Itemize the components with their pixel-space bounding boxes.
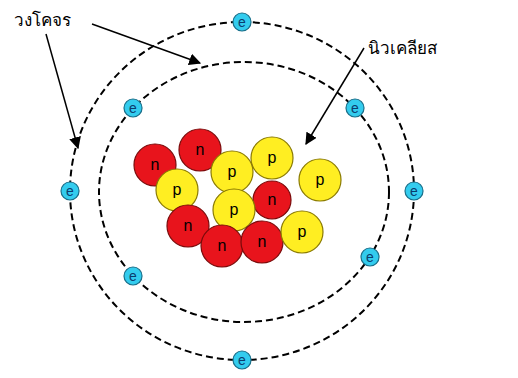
electron-disc <box>233 13 251 31</box>
proton-symbol: p <box>298 224 307 240</box>
neutron-disc <box>201 225 243 267</box>
inner-orbit <box>99 62 389 322</box>
electron-symbol: e <box>366 250 374 264</box>
electron-symbol: e <box>238 15 246 29</box>
neutron-disc <box>241 221 283 263</box>
neutron-symbol: n <box>218 238 227 254</box>
outer-orbit <box>70 22 414 360</box>
neutron-particle: n <box>200 224 244 268</box>
proton-symbol: p <box>230 202 239 218</box>
neutron-symbol: n <box>151 157 160 173</box>
electron-particle: e <box>345 98 365 118</box>
proton-disc <box>251 137 293 179</box>
leader-arrow <box>92 24 200 63</box>
leader-arrow <box>46 34 78 148</box>
electron-symbol: e <box>351 101 359 115</box>
proton-particle: p <box>298 158 342 202</box>
electron-particle: e <box>123 266 143 286</box>
electron-disc <box>405 182 423 200</box>
electron-particle: e <box>232 350 252 370</box>
orbit-label: วงโคจร <box>14 6 71 33</box>
neutron-symbol: n <box>258 234 267 250</box>
electron-symbol: e <box>238 353 246 367</box>
electron-particle: e <box>60 181 80 201</box>
neutron-particle: n <box>240 220 284 264</box>
neutron-disc <box>253 181 291 219</box>
electron-disc <box>124 267 142 285</box>
neutron-symbol: n <box>268 192 277 208</box>
neutron-symbol: n <box>196 142 205 158</box>
electron-disc <box>61 182 79 200</box>
proton-particle: p <box>280 210 324 254</box>
electron-particle: e <box>360 247 380 267</box>
electron-symbol: e <box>66 184 74 198</box>
neutron-particle: n <box>252 180 292 220</box>
electron-symbol: e <box>129 269 137 283</box>
proton-particle: p <box>210 150 254 194</box>
nucleus-label: นิวเคลียส <box>368 34 437 61</box>
electron-disc <box>346 99 364 117</box>
electron-particle: e <box>232 12 252 32</box>
proton-particle: p <box>250 136 294 180</box>
proton-symbol: p <box>173 182 182 198</box>
proton-symbol: p <box>268 150 277 166</box>
proton-disc <box>299 159 341 201</box>
proton-symbol: p <box>316 172 325 188</box>
proton-symbol: p <box>228 164 237 180</box>
proton-disc <box>281 211 323 253</box>
neutron-symbol: n <box>184 218 193 234</box>
proton-disc <box>211 151 253 193</box>
electron-disc <box>361 248 379 266</box>
electron-symbol: e <box>410 184 418 198</box>
electron-particle: e <box>123 98 143 118</box>
electron-symbol: e <box>129 101 137 115</box>
electron-particle: e <box>404 181 424 201</box>
electron-disc <box>124 99 142 117</box>
proton-disc <box>156 169 198 211</box>
electron-disc <box>233 351 251 369</box>
leader-arrow <box>306 48 364 144</box>
